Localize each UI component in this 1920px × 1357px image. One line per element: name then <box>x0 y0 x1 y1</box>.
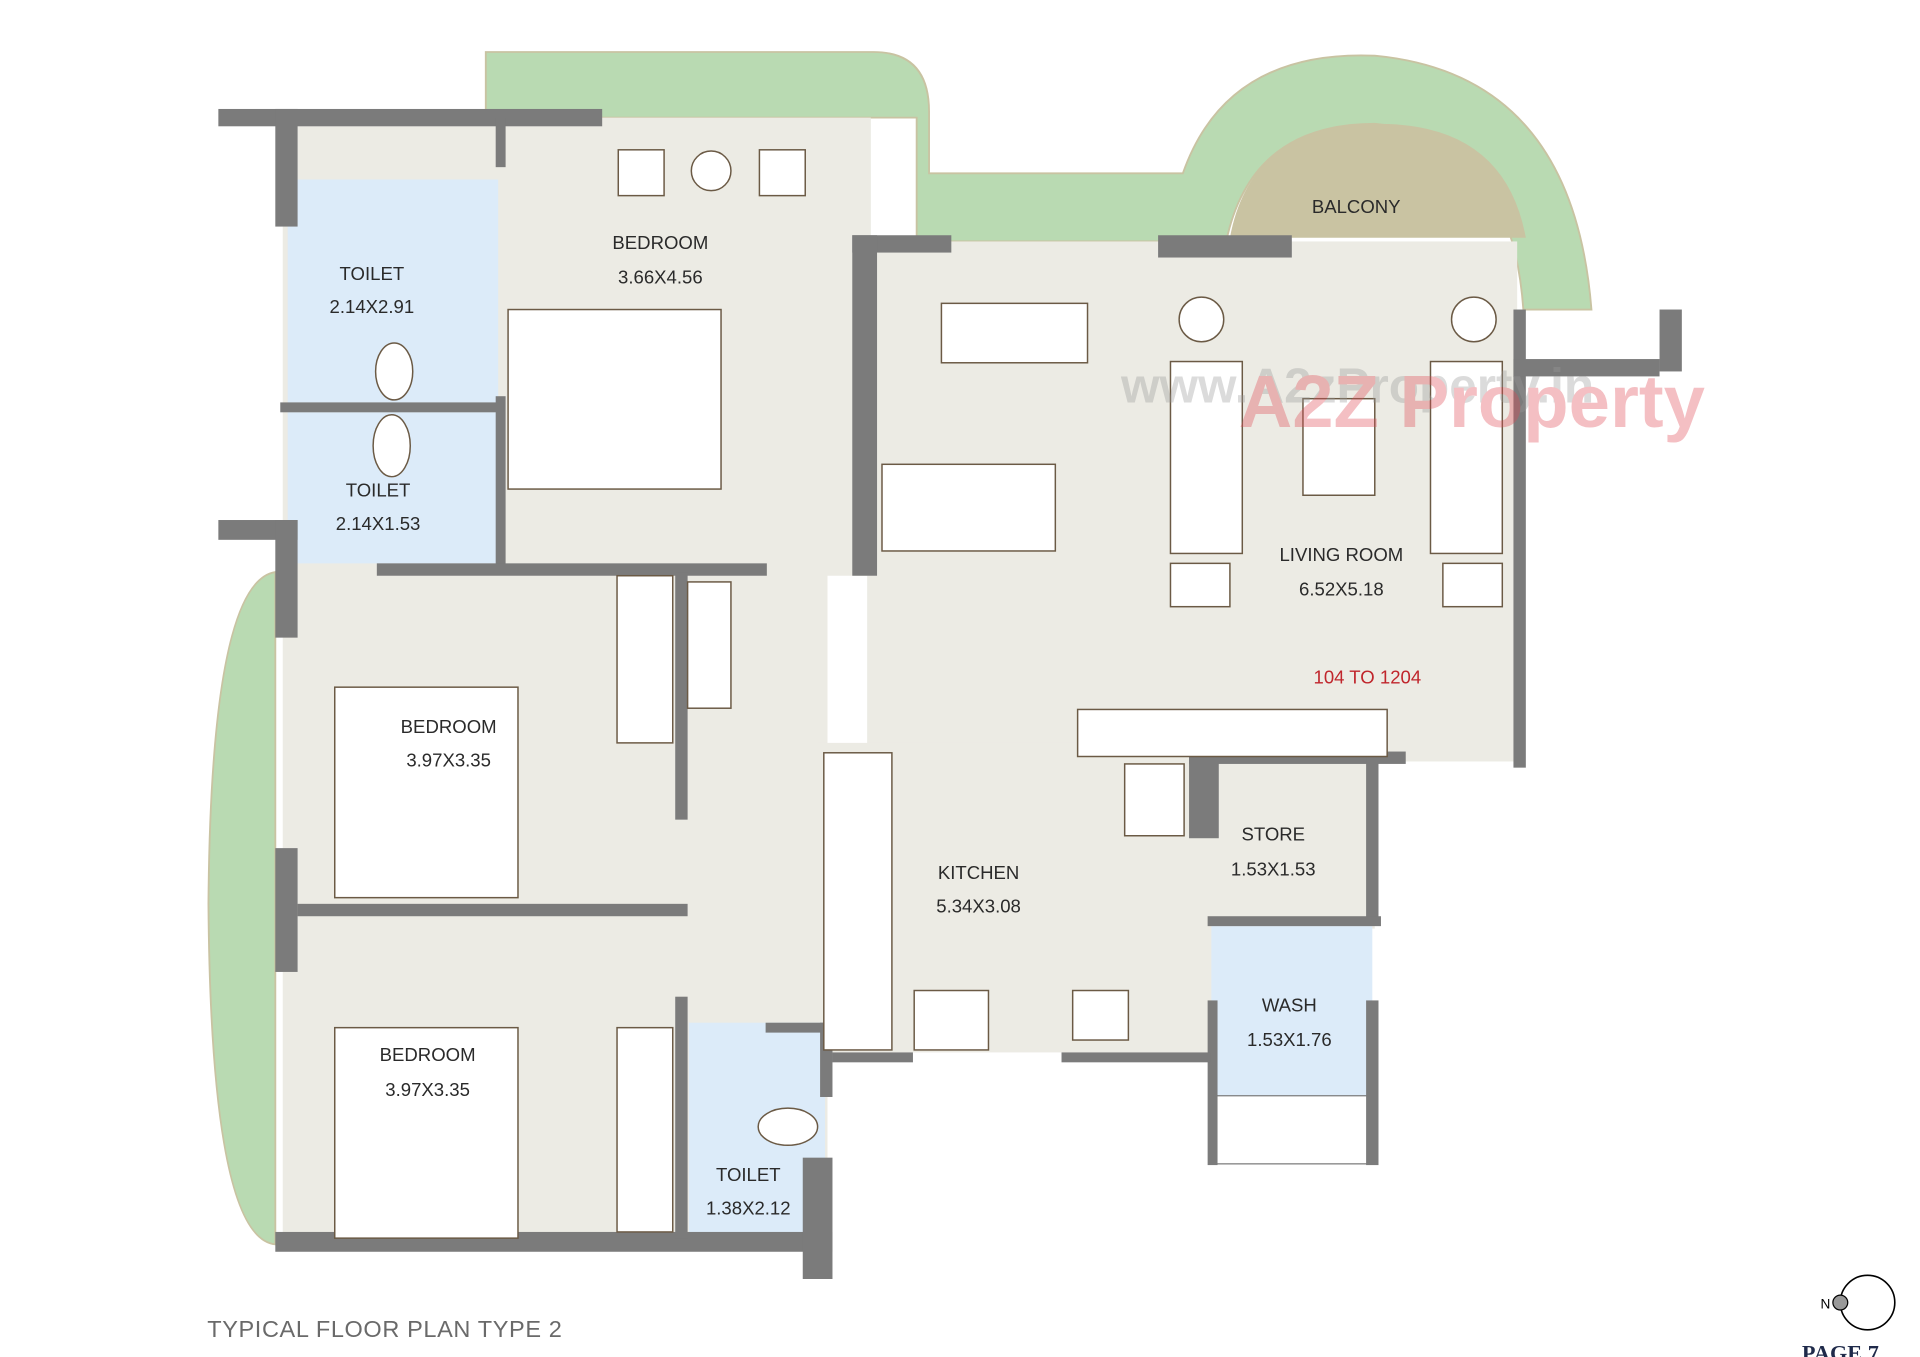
room-size-wash: 1.53X1.76 <box>1247 1029 1332 1050</box>
terrace-top <box>484 51 1593 311</box>
wash-utility <box>1210 1095 1373 1165</box>
plan-title: TYPICAL FLOOR PLAN TYPE 2 <box>207 1316 562 1342</box>
room-name-bedroom-2: BEDROOM <box>401 716 497 737</box>
room-size-living: 6.52X5.18 <box>1299 579 1384 600</box>
room-size-toilet-2: 2.14X1.53 <box>336 513 421 534</box>
room-size-toilet-1: 2.14X2.91 <box>330 296 415 317</box>
furniture <box>333 149 1504 1239</box>
svg-text:A2Z Property: A2Z Property <box>1239 360 1705 443</box>
walls <box>218 108 1682 1279</box>
room-size-toilet-3: 1.38X2.12 <box>706 1198 791 1219</box>
north-compass-icon: N <box>1821 1274 1896 1331</box>
room-size-kitchen: 5.34X3.08 <box>936 896 1021 917</box>
room-size-bedroom-2: 3.97X3.35 <box>406 749 491 770</box>
room-name-toilet-1: TOILET <box>340 263 405 284</box>
room-name-master-bedroom: BEDROOM <box>612 232 708 253</box>
room-size-master-bedroom: 3.66X4.56 <box>618 267 703 288</box>
room-name-toilet-3: TOILET <box>716 1164 781 1185</box>
room-name-wash: WASH <box>1262 995 1317 1016</box>
room-name-kitchen: KITCHEN <box>938 862 1019 883</box>
room-name-balcony: BALCONY <box>1312 196 1401 217</box>
room-name-living: LIVING ROOM <box>1279 544 1403 565</box>
terrace-left <box>207 570 277 1246</box>
floors-note: 104 TO 1204 <box>1314 666 1422 687</box>
room-name-store: STORE <box>1241 824 1305 845</box>
watermark: www.A2zProperty.in A2Z Property <box>1120 358 1705 443</box>
room-name-toilet-2: TOILET <box>346 479 411 500</box>
balcony <box>1229 123 1526 238</box>
room-size-store: 1.53X1.53 <box>1231 858 1316 879</box>
svg-text:www.A2zProperty.in: www.A2zProperty.in <box>1120 358 1594 413</box>
room-name-bedroom-3: BEDROOM <box>380 1044 476 1065</box>
compass-label: N <box>1821 1297 1831 1312</box>
page-number: PAGE 7 <box>1802 1341 1879 1357</box>
room-size-bedroom-3: 3.97X3.35 <box>385 1079 470 1100</box>
